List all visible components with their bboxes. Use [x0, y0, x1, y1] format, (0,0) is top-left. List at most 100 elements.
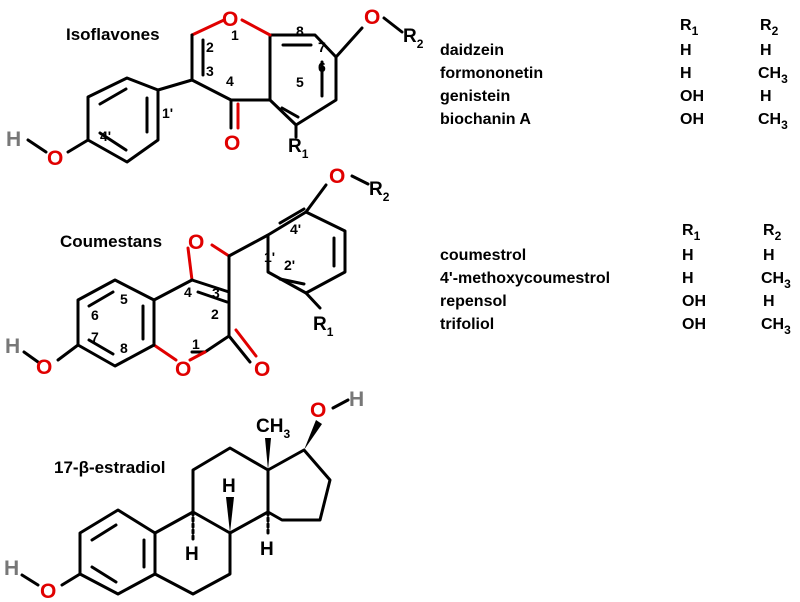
- coumestan-furan: [190, 254, 231, 294]
- isoflavone-hydroxyl-oxygen: O: [47, 147, 63, 170]
- coumestan-r2-oxygen: O: [329, 165, 345, 188]
- position-number: 7: [318, 39, 326, 55]
- estradiol-structure: 17-β-estradiol CH3 O H H H H O H: [4, 388, 364, 602]
- coumestan-oh-bond: [56, 343, 80, 362]
- estradiol-ring-d: [266, 448, 332, 522]
- estradiol-h-wedge: [226, 497, 234, 533]
- coumestan-lactone-o-bond: [152, 343, 178, 362]
- isoflavone-o-r2-bond: [382, 16, 404, 34]
- isoflavone-double-bond: [98, 131, 128, 152]
- estradiol-hydrogen: H: [185, 544, 199, 565]
- position-number: 1: [192, 336, 200, 352]
- table-header-r2: R2: [763, 222, 782, 243]
- coumestan-o-r2-bond: [350, 174, 370, 186]
- isoflavone-r2-label: R2: [403, 26, 424, 51]
- isoflavone-double-bond: [98, 87, 128, 106]
- position-number: 4: [184, 284, 192, 300]
- isoflavone-ring-o-bond: [190, 18, 226, 37]
- table-cell-r1: H: [680, 65, 692, 82]
- position-number: 4': [290, 221, 301, 237]
- table-compound-name: repensol: [440, 293, 507, 310]
- table-cell-r2: H: [760, 42, 772, 59]
- position-number: 4: [226, 73, 234, 89]
- position-number: 8: [296, 23, 304, 39]
- coumestan-furan-o-bond: [210, 243, 231, 258]
- position-number: 3: [206, 63, 214, 79]
- position-number: 6: [318, 59, 326, 75]
- table-compound-name: coumestrol: [440, 247, 526, 264]
- estradiol-methyl-wedge: [265, 438, 271, 470]
- position-number: 3: [212, 285, 220, 301]
- isoflavone-r1-label: R1: [288, 136, 309, 161]
- position-number: 1: [231, 27, 239, 43]
- coumestan-double-bond: [87, 338, 115, 356]
- coumestan-oh-bond: [22, 350, 40, 364]
- table-cell-r2: H: [763, 293, 775, 310]
- table-cell-r1: OH: [682, 316, 706, 333]
- coumestan-r1-label: R1: [313, 314, 334, 339]
- isoflavone-ring-c: [190, 33, 272, 102]
- position-number: 5: [296, 74, 304, 90]
- table-cell-r1: OH: [680, 111, 704, 128]
- estradiol-title: 17-β-estradiol: [54, 458, 165, 477]
- table-cell-r2: H: [763, 247, 775, 264]
- position-number: 1': [264, 249, 275, 265]
- coumestan-carbonyl-oxygen: O: [254, 358, 270, 381]
- coumestan-double-bond: [278, 207, 306, 225]
- table-cell-r2: H: [760, 88, 772, 105]
- table-compound-name: daidzein: [440, 42, 504, 59]
- table-compound-name: biochanin A: [440, 111, 531, 128]
- table-cell-r1: H: [680, 42, 692, 59]
- estradiol-oh-wedge: [304, 420, 322, 450]
- isoflavone-structure: Isoflavones O R2 R1 O O O H: [6, 6, 424, 170]
- estradiol-17-oxygen: O: [310, 399, 326, 422]
- coumestan-hydroxyl-oxygen: O: [36, 356, 52, 379]
- table-cell-r1: H: [682, 247, 694, 264]
- position-number: 4': [100, 128, 111, 144]
- estradiol-double-bond: [90, 523, 118, 542]
- isoflavones-title: Isoflavones: [66, 25, 160, 44]
- coumestan-r2-label: R2: [369, 179, 390, 204]
- position-number: 2: [206, 39, 214, 55]
- isoflavone-ring-oxygen: O: [222, 8, 238, 31]
- coumestans-title: Coumestans: [60, 232, 162, 251]
- isoflavone-ring-o-bond: [240, 18, 272, 37]
- estradiol-oh-bond: [60, 572, 82, 587]
- position-number: 6: [91, 307, 99, 323]
- coumestan-double-bond: [87, 290, 115, 308]
- table-cell-r2: CH3: [758, 111, 788, 132]
- position-number: 7: [91, 329, 99, 345]
- estradiol-methyl-label: CH3: [256, 416, 290, 441]
- isoflavone-ring-a: [268, 33, 338, 127]
- table-cell-r2: CH3: [761, 316, 791, 337]
- coumestan-carbonyl-bond: [227, 334, 252, 364]
- table-header-r1: R1: [680, 17, 699, 38]
- table-compound-name: 4'-methoxycoumestrol: [440, 270, 610, 287]
- coumestan-double-bond: [196, 290, 229, 304]
- position-number: 5: [120, 291, 128, 307]
- isoflavone-oh-bond: [66, 138, 90, 154]
- coumestan-o-r2-bond: [304, 183, 328, 214]
- estradiol-3-hydrogen: H: [4, 557, 19, 580]
- coumestan-table: R1 R2 coumestrol H H 4'-methoxycoumestro…: [440, 222, 791, 337]
- position-number: 1': [162, 105, 173, 121]
- coumestan-structure: Coumestans O H O R2 R1: [5, 165, 390, 381]
- position-number: 2: [211, 306, 219, 322]
- isoflavone-oh-bond: [26, 138, 48, 154]
- isoflavone-hydroxyl-hydrogen: H: [6, 128, 21, 151]
- table-cell-r1: H: [682, 270, 694, 287]
- coumestan-ring-d: [227, 210, 347, 295]
- table-compound-name: genistein: [440, 88, 510, 105]
- isoflavone-o-r2-bond: [334, 26, 364, 59]
- coumestan-furan-oxygen: O: [188, 231, 204, 254]
- coumestan-furan-o-bond: [186, 246, 194, 282]
- coumestan-double-bond: [278, 277, 306, 286]
- table-cell-r2: CH3: [758, 65, 788, 86]
- table-header-r2: R2: [760, 17, 779, 38]
- table-cell-r2: CH3: [761, 270, 791, 291]
- table-cell-r1: OH: [680, 88, 704, 105]
- estradiol-17-hydrogen: H: [349, 388, 364, 411]
- estradiol-3-oxygen: O: [40, 580, 56, 602]
- coumestan-ring-a: [76, 278, 156, 368]
